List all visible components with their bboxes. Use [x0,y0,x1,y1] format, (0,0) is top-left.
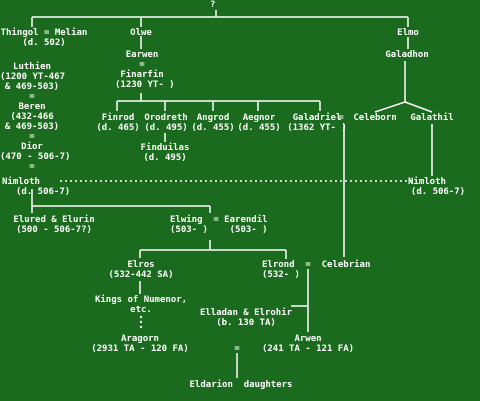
olwe: Olwe [130,28,152,38]
galathil: Galathil [410,113,454,123]
line-galadhon-celeborn [374,101,406,113]
orodreth-name: Orodreth [144,113,188,123]
finrod-name: Finrod [101,113,135,123]
nimloth-left-death: (d. 506-7) [16,187,71,197]
finduilas: Finduilas (d. 495) [140,143,190,163]
orodreth: Orodreth (d. 495) [142,113,190,133]
beren-dates-1: (432-466 [10,112,54,122]
finduilas-name: Finduilas [140,143,190,153]
aegnor: Aegnor (d. 455) [236,113,282,133]
elros-name: Elros [127,260,155,270]
arwen-dates: (241 TA - 121 FA) [261,344,355,354]
elladan-elrohir-dates: (b. 130 TA) [216,318,276,328]
aragorn-name: Aragorn [121,334,159,344]
thingol-melian-name: Thingol = Melian [0,28,88,38]
elured-elurin-name: Elured & Elurin [13,215,95,225]
beren: Beren [18,102,46,112]
kings-line-2: etc. [130,305,152,315]
nimloth-right-death: (d. 506-7) [410,187,466,197]
luthien-beren-dior: Luthien (1200 YT-467 & 469-503) = Beren … [0,62,71,172]
finrod-death: (d. 465) [96,123,140,133]
celeborn: Celeborn [353,113,397,123]
galadriel: Galadriel (1362 YT- ) [284,113,350,133]
elrond-celebrian-names: Elrond = Celebrian [262,260,371,270]
galadriel-marriage-symbol: = [338,113,344,123]
angrod-death: (d. 455) [191,123,235,133]
nimloth-right-name: Nimloth [408,177,446,187]
dior-dates: (470 - 506-7) [0,152,71,162]
orodreth-death: (d. 495) [144,123,188,133]
elured-elurin-dates: (500 - 506-7?) [16,225,92,235]
aragorn-arwen-marriage-symbol: = [234,344,240,354]
aragorn: Aragorn (2931 TA - 120 FA) [84,334,196,354]
earwen-finarfin: Earwen = Finarfin (1230 YT- ) [115,50,175,90]
galadriel-dates: (1362 YT- ) [287,123,347,133]
earwen: Earwen [125,50,159,60]
finarfin: Finarfin [120,70,164,80]
elmo: Elmo [397,28,419,38]
aegnor-name: Aegnor [242,113,276,123]
elrond-celebrian: Elrond = Celebrian (532- ) [262,260,374,280]
nimloth-left: Nimloth (d. 506-7) [2,177,70,197]
galadriel-name: Galadriel [292,113,342,123]
marriage-symbol: = [29,162,35,172]
luthien-dates-2: & 469-503) [4,82,60,92]
elured-elurin: Elured & Elurin (500 - 506-7?) [4,215,104,235]
elladan-elrohir: Elladan & Elrohir (b. 130 TA) [196,308,296,328]
root-ancestor: ? [210,0,216,10]
angrod: Angrod (d. 455) [190,113,236,133]
marriage-symbol: = [139,60,145,70]
thingol-death: (d. 502) [22,38,66,48]
arwen-name: Arwen [294,334,322,344]
marriage-symbol: = [29,92,35,102]
dots-kings-aragorn [139,315,143,329]
elrond-dates: (532- ) [262,270,300,280]
elros-dates: (532-442 SA) [108,270,174,280]
marriage-symbol: = [29,132,35,142]
kings-of-numenor: Kings of Numenor, etc. [94,295,188,315]
line-galadhon-galathil [404,101,433,113]
galadhon: Galadhon [385,50,429,60]
nimloth-right: Nimloth (d. 506-7) [408,177,468,197]
beren-dates-2: & 469-503) [4,122,60,132]
elwing-earendil-dates: (503- ) (503- ) [170,225,268,235]
aragorn-dates: (2931 TA - 120 FA) [91,344,189,354]
elros: Elros (532-442 SA) [106,260,176,280]
luthien: Luthien [13,62,51,72]
kings-line-1: Kings of Numenor, [94,295,188,305]
angrod-name: Angrod [196,113,230,123]
dior: Dior [21,142,43,152]
finarfin-dates: (1230 YT- ) [115,80,175,90]
finduilas-death: (d. 495) [143,153,187,163]
thingol-melian: Thingol = Melian (d. 502) [0,28,88,48]
elwing-earendil-names: Elwing = Earendil [170,215,268,225]
nimloth-left-name: Nimloth [2,177,40,187]
finrod: Finrod (d. 465) [96,113,140,133]
arwen: Arwen (241 TA - 121 FA) [252,334,364,354]
eldarion-daughters: Eldarion daughters [189,380,293,390]
luthien-dates-1: (1200 YT-467 [0,72,66,82]
elwing-earendil: Elwing = Earendil (503- ) (503- ) [170,215,282,235]
aegnor-death: (d. 455) [237,123,281,133]
elladan-elrohir-name: Elladan & Elrohir [199,308,293,318]
